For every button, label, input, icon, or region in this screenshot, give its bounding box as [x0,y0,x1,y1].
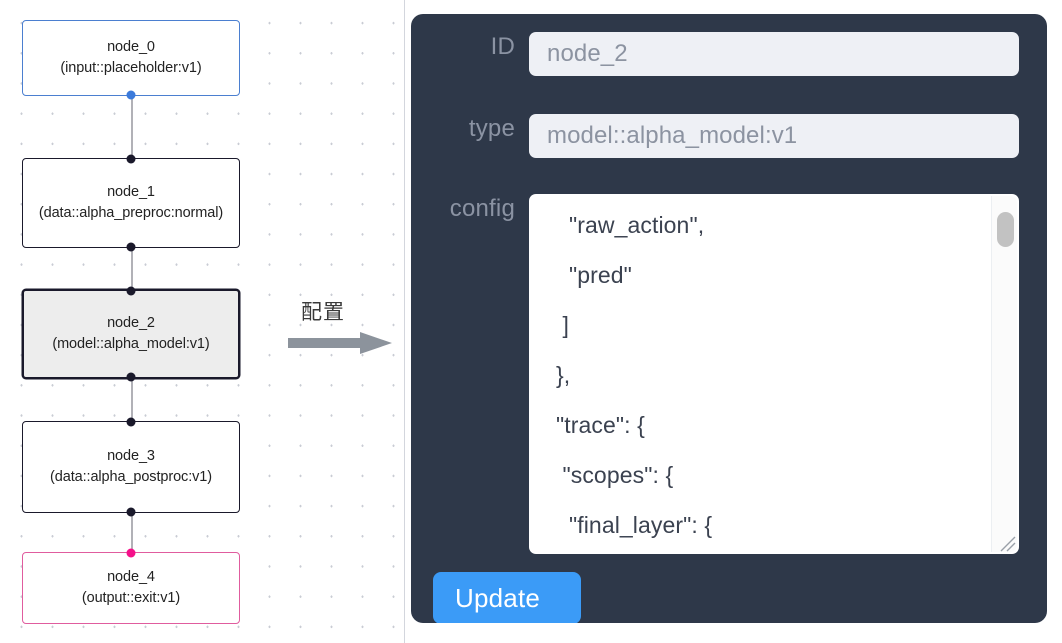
node-subtitle: (data::alpha_preproc:normal) [38,205,224,221]
edge-node2-node3 [131,379,133,421]
node-handle-target[interactable] [126,154,136,164]
type-input[interactable] [529,114,1019,158]
config-textarea[interactable]: "raw_action", "pred" ] }, "trace": { "sc… [529,194,1019,554]
node-handle-source[interactable] [126,90,136,100]
graph-node-node_4[interactable]: node_4(output::exit:v1) [22,548,240,624]
node-title: node_0 [107,39,155,55]
graph-node-node_0[interactable]: node_0(input::placeholder:v1) [22,20,240,100]
node-subtitle: (input::placeholder:v1) [60,60,202,76]
node-title: node_1 [107,184,155,200]
type-field-label: type [468,115,515,142]
right-arrow-icon [288,332,392,354]
graph-node-node_2[interactable]: node_2(model::alpha_model:v1) [22,286,240,382]
node-handle-source[interactable] [126,507,136,517]
node-config-panel: ID type config "raw_action", "pred" ] },… [411,14,1047,623]
node-subtitle: (output::exit:v1) [81,590,181,606]
config-scrollbar-thumb[interactable] [997,212,1014,247]
graph-node-node_3[interactable]: node_3(data::alpha_postproc:v1) [22,417,240,517]
node-handle-target[interactable] [126,417,136,427]
node-label: node_3(data::alpha_postproc:v1) [31,446,231,488]
node-label: node_2(model::alpha_model:v1) [32,313,230,355]
node-title: node_4 [107,569,155,585]
id-field-label: ID [490,33,515,60]
graph-node-node_1[interactable]: node_1(data::alpha_preproc:normal) [22,154,240,252]
node-title: node_2 [107,315,155,331]
config-field-label: config [449,195,515,222]
edge-node0-node1 [131,96,133,158]
update-button[interactable]: Update [433,572,581,623]
node-handle-target[interactable] [126,286,136,296]
resize-handle-icon[interactable] [994,530,1016,552]
node-subtitle: (data::alpha_postproc:v1) [50,469,212,485]
configure-annotation: 配置 [288,296,396,358]
form-row-type: type [411,114,1019,158]
node-handle-source[interactable] [126,242,136,252]
node-subtitle: (model::alpha_model:v1) [52,336,210,352]
node-label: node_1(data::alpha_preproc:normal) [31,182,231,224]
edge-node1-node2 [131,248,133,289]
node-label: node_4(output::exit:v1) [31,567,231,609]
edge-node3-node4 [131,513,133,552]
canvas-divider [404,0,405,643]
config-textarea-wrapper: "raw_action", "pred" ] }, "trace": { "sc… [529,194,1019,554]
config-scrollbar[interactable] [991,196,1017,552]
id-input[interactable] [529,32,1019,76]
graph-canvas[interactable]: node_0(input::placeholder:v1) node_1(dat… [0,0,404,643]
configure-annotation-label: 配置 [301,300,345,324]
node-handle-source[interactable] [126,372,136,382]
form-row-config: config "raw_action", "pred" ] }, "trace"… [411,194,1019,554]
form-row-id: ID [411,32,1019,76]
node-title: node_3 [107,448,155,464]
node-handle-target[interactable] [126,548,136,558]
node-label: node_0(input::placeholder:v1) [31,37,231,79]
